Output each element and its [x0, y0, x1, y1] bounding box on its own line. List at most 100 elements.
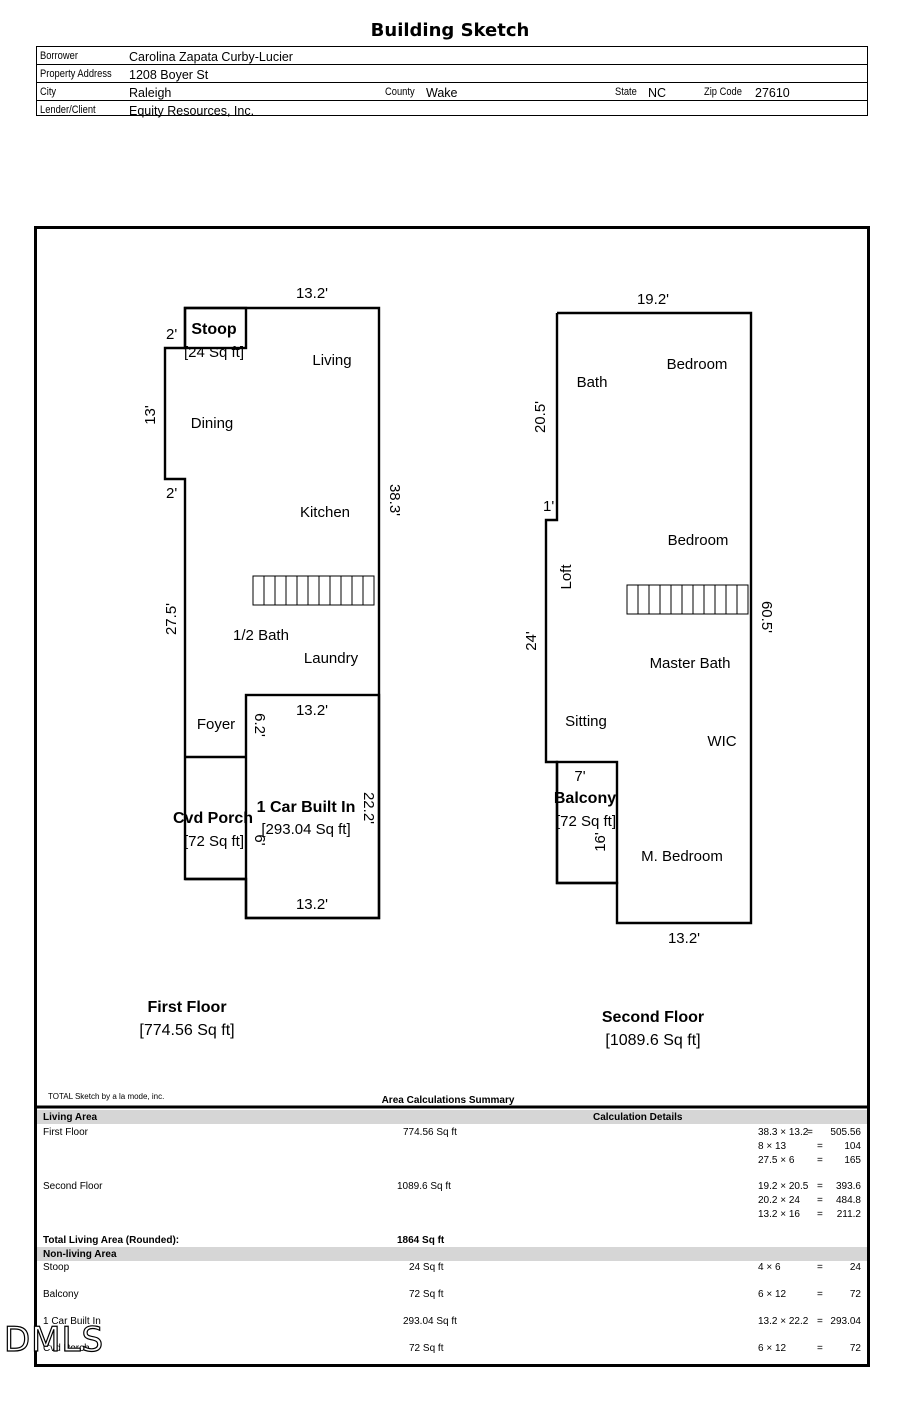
nonliving-garage-expr: 13.2 × 22.2 — [758, 1316, 809, 1327]
nonliving-porch-name: Cvd Porch — [43, 1343, 90, 1354]
nonliving-porch-area: 72 Sq ft — [409, 1343, 444, 1354]
first-floor-area: [774.56 Sq ft] — [139, 1022, 234, 1039]
ff-dim-garage-top: 13.2' — [296, 702, 328, 719]
living-area-header: Living Area — [43, 1112, 98, 1123]
master-bath-label: Master Bath — [650, 655, 731, 672]
nonliving-header-band — [37, 1247, 867, 1261]
bedroom-2-label: Bedroom — [668, 532, 729, 549]
stoop-area: [24 Sq ft] — [184, 344, 244, 361]
ff-dim-right: 38.3' — [386, 484, 403, 516]
total-living-value: 1864 Sq ft — [397, 1235, 445, 1246]
area-summary-table: Living Area Calculation Details First Fl… — [37, 1105, 867, 1364]
ff-calc-3-eq: = — [817, 1155, 823, 1166]
nonliving-stoop-expr: 4 × 6 — [758, 1262, 781, 1273]
lender-row: Lender/Client Equity Resources, Inc. — [37, 101, 867, 118]
balcony-outline — [555, 760, 619, 885]
porch-area: [72 Sq ft] — [184, 833, 244, 850]
nonliving-garage-eq: = — [817, 1316, 823, 1327]
summary-title: Area Calculations Summary — [382, 1095, 515, 1106]
software-credit: TOTAL Sketch by a la mode, inc. — [48, 1092, 164, 1101]
nonliving-header: Non-living Area — [43, 1249, 117, 1260]
kitchen-label: Kitchen — [300, 504, 350, 521]
ff-dim-stoop: 2' — [166, 326, 177, 343]
bedroom-1-label: Bedroom — [667, 356, 728, 373]
borrower-value: Carolina Zapata Curby-Lucier — [129, 50, 293, 64]
ff-calc-3-res: 165 — [844, 1155, 861, 1166]
calc-details-header: Calculation Details — [593, 1112, 683, 1123]
laundry-label: Laundry — [304, 650, 359, 667]
nonliving-porch-res: 72 — [849, 1343, 861, 1354]
sf-calc-1-res: 393.6 — [835, 1181, 861, 1192]
sf-calc-1-expr: 19.2 × 20.5 — [758, 1181, 809, 1192]
city-row: City Raleigh County Wake State NC Zip Co… — [37, 83, 867, 101]
wic-label: WIC — [707, 733, 736, 750]
sketch-frame — [34, 226, 870, 1367]
ff-dim-porch: 6' — [251, 834, 268, 845]
sf-calc-2-expr: 20.2 × 24 — [758, 1195, 800, 1206]
m-bedroom-label: M. Bedroom — [641, 848, 723, 865]
garage-outline — [244, 693, 381, 920]
ff-calc-3-expr: 27.5 × 6 — [758, 1155, 795, 1166]
page-title: Building Sketch — [370, 20, 530, 41]
ff-calc-2-eq: = — [817, 1141, 823, 1152]
ff-calc-1-expr: 38.3 × 13.2 — [758, 1127, 809, 1138]
second-floor-title: Second Floor — [602, 1009, 704, 1026]
first-floor-walls — [163, 306, 381, 920]
county-label: County — [385, 86, 415, 98]
borrower-label: Borrower — [40, 50, 78, 62]
ff-dim-dining: 13' — [142, 405, 159, 425]
county-value: Wake — [426, 86, 458, 100]
lender-label: Lender/Client — [40, 104, 96, 116]
lender-value: Equity Resources, Inc. — [129, 104, 255, 118]
ff-dim-left-lower: 27.5' — [163, 603, 180, 635]
ff-dim-garage-side: 22.2' — [360, 792, 377, 824]
nonliving-stoop-res: 24 — [849, 1262, 861, 1273]
sf-dim-left-upper: 20.5' — [532, 401, 549, 433]
first-floor-row-area: 774.56 Sq ft — [403, 1127, 457, 1138]
sf-dim-left-lower: 24' — [523, 631, 540, 651]
garage-label: 1 Car Built In — [257, 799, 356, 816]
address-label: Property Address — [40, 68, 112, 80]
state-label: State — [615, 86, 637, 98]
stoop-label: Stoop — [191, 321, 237, 338]
loft-label: Loft — [558, 564, 575, 590]
sf-calc-2-eq: = — [817, 1195, 823, 1206]
second-floor-area: [1089.6 Sq ft] — [605, 1032, 700, 1049]
nonliving-porch-eq: = — [817, 1343, 823, 1354]
address-value: 1208 Boyer St — [129, 68, 209, 82]
ff-dim-garage-bottom: 13.2' — [296, 896, 328, 913]
nonliving-porch-expr: 6 × 12 — [758, 1343, 787, 1354]
nonliving-stoop-eq: = — [817, 1262, 823, 1273]
balcony-area: [72 Sq ft] — [556, 813, 616, 830]
sf-calc-3-expr: 13.2 × 16 — [758, 1209, 800, 1220]
stoop-outline — [183, 306, 248, 350]
first-floor-row-name: First Floor — [43, 1127, 88, 1138]
balcony-label: Balcony — [554, 790, 616, 807]
nonliving-balcony-eq: = — [817, 1289, 823, 1300]
nonliving-balcony-name: Balcony — [43, 1289, 79, 1300]
sf-dim-balcony-side: 16' — [592, 832, 609, 852]
zip-value: 27610 — [755, 86, 790, 100]
city-label: City — [40, 86, 57, 98]
sf-calc-3-res: 211.2 — [836, 1209, 861, 1220]
ff-calc-2-expr: 8 × 13 — [758, 1141, 787, 1152]
zip-label: Zip Code — [704, 86, 742, 98]
living-label: Living — [312, 352, 351, 369]
nonliving-garage-area: 293.04 Sq ft — [403, 1316, 457, 1327]
property-info-table: Borrower Carolina Zapata Curby-Lucier Pr… — [36, 46, 868, 118]
sf-dim-top: 19.2' — [637, 291, 669, 308]
nonliving-garage-res: 293.04 — [830, 1316, 861, 1327]
city-value: Raleigh — [129, 86, 172, 100]
second-floor-outline — [544, 311, 753, 925]
sf-dim-balcony-top: 7' — [574, 768, 585, 785]
sitting-label: Sitting — [565, 713, 607, 730]
second-floor-walls — [544, 311, 753, 925]
porch-label: Cvd Porch — [173, 810, 253, 827]
address-row: Property Address 1208 Boyer St — [37, 65, 867, 83]
ff-dim-notch: 2' — [166, 485, 177, 502]
sf-dim-right: 60.5' — [758, 601, 775, 633]
sf-calc-1-eq: = — [817, 1181, 823, 1192]
second-floor-row-name: Second Floor — [43, 1181, 103, 1192]
ff-calc-1-res: 505.56 — [830, 1127, 861, 1138]
